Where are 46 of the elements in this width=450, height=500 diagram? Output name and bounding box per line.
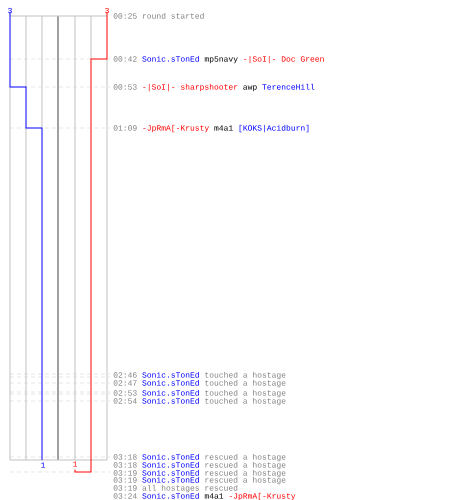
event-text: round started: [142, 12, 204, 19]
player-name: Sonic.sTonEd: [142, 476, 199, 483]
timestamp: 03:24: [114, 493, 137, 499]
timestamp: 01:09: [114, 125, 137, 131]
timestamp: 02:46: [114, 372, 137, 378]
player-name: Sonic.sTonEd: [142, 462, 199, 468]
player-name: Sonic.sTonEd: [142, 398, 199, 404]
timestamp: 03:18: [114, 454, 137, 460]
weapon-name: m4a1: [204, 493, 224, 499]
player-name: -|SoI|- Doc Green: [244, 56, 324, 64]
team-count: 1: [73, 461, 78, 467]
event-text: touched a hostage: [205, 390, 286, 398]
player-name: Sonic.sTonEd: [142, 372, 199, 378]
player-name: Sonic.sTonEd: [142, 454, 199, 460]
timestamp: 03:19: [114, 470, 137, 476]
event-text: rescued a hostage: [205, 462, 286, 470]
player-name: Sonic.sTonEd: [142, 380, 199, 386]
player-name: Sonic.sTonEd: [142, 390, 199, 396]
timestamp: 02:47: [114, 380, 137, 386]
event-text: rescued a hostage: [205, 476, 286, 484]
timestamp: 00:53: [114, 84, 137, 90]
player-name: [KOKS|Acidburn]: [240, 124, 308, 132]
player-name: Sonic.sTonEd: [142, 470, 199, 476]
event-text: touched a hostage: [205, 380, 286, 388]
timestamp: 03:18: [114, 462, 137, 468]
player-name: -JpRmA[-Krusty: [143, 124, 209, 132]
timestamp: 02:54: [114, 398, 137, 404]
event-text: all hostages rescued: [142, 484, 238, 492]
player-name: Sonic.sTonEd: [142, 492, 199, 499]
event-text: touched a hostage: [205, 372, 286, 380]
timestamp: 00:25: [114, 13, 137, 19]
event-text: rescued a hostage: [205, 454, 286, 462]
timestamp: 03:19: [114, 485, 137, 491]
player-name: TerenceHill: [262, 84, 314, 90]
event-text: rescued a hostage: [205, 470, 286, 478]
timestamp: 03:19: [114, 477, 137, 483]
player-name: Sonic.sTonEd: [142, 56, 199, 62]
event-text: touched a hostage: [205, 398, 286, 406]
weapon-name: awp: [243, 85, 257, 92]
weapon-name: mp5navy: [204, 56, 238, 64]
weapon-name: m4a1: [214, 125, 233, 131]
timestamp: 00:42: [114, 56, 137, 62]
player-name: -JpRmA[-Krusty: [230, 492, 296, 500]
player-name: -|SoI|- sharpshooter: [143, 84, 238, 92]
team-count: 1: [41, 462, 46, 468]
timestamp: 02:53: [114, 390, 137, 396]
